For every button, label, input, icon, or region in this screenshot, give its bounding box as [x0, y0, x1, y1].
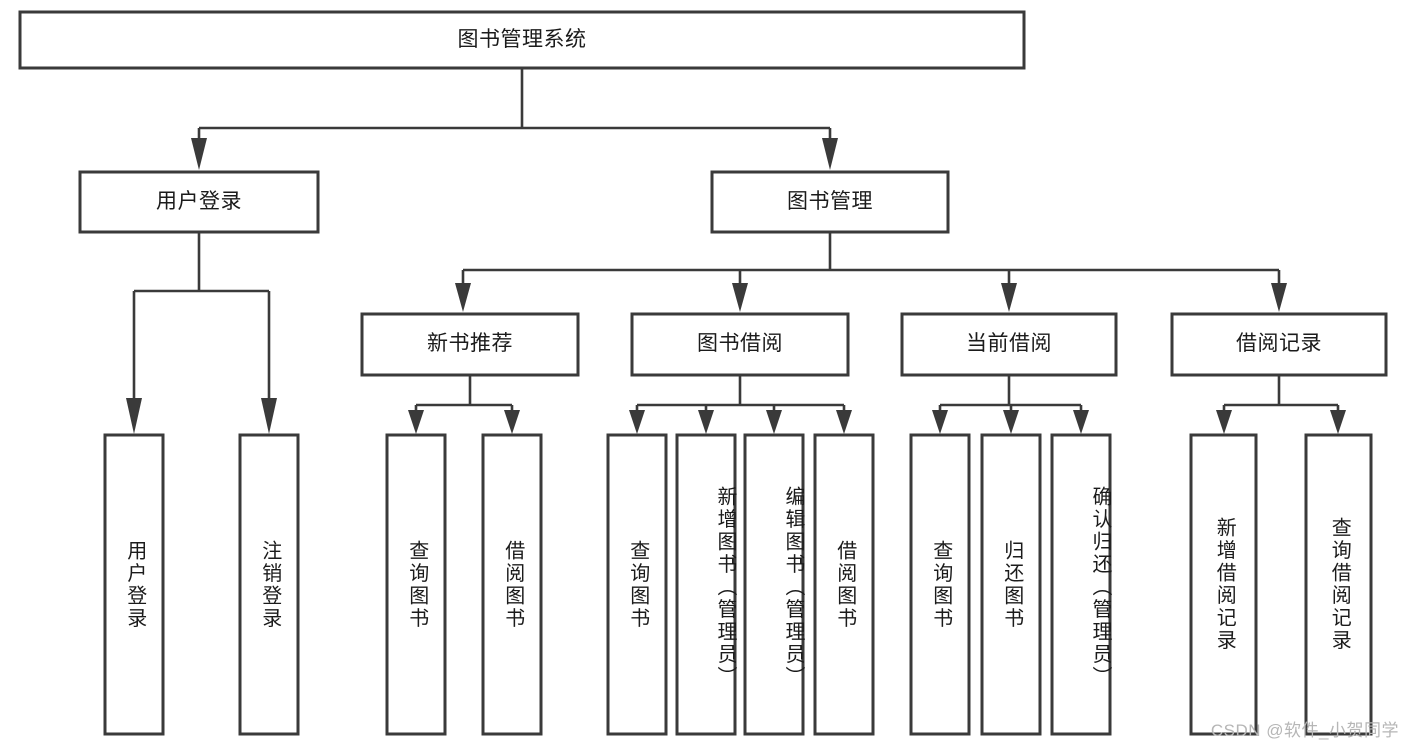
- node-box-user-login[interactable]: [78, 170, 320, 234]
- arrow-head-icon: [1271, 283, 1287, 312]
- arrow-head-icon: [191, 138, 207, 170]
- connector-root-to-level2: [191, 68, 838, 170]
- arrow-head-icon: [455, 283, 471, 312]
- node-box-leaf-logout[interactable]: [238, 433, 300, 736]
- node-box-leaf-confirm-return[interactable]: [1050, 433, 1112, 736]
- arrow-head-icon: [732, 283, 748, 312]
- arrow-head-icon: [1216, 410, 1232, 434]
- arrow-head-icon: [836, 410, 852, 434]
- node-box-book-borrow[interactable]: [630, 312, 850, 377]
- connector-newbook-to-leaves: [408, 375, 520, 434]
- connector-bookmgmt-to-level3: [455, 232, 1287, 312]
- watermark-text: CSDN @软件_小贺同学: [1210, 721, 1399, 740]
- node-box-leaf-edit-book[interactable]: [743, 433, 805, 736]
- arrow-head-icon: [261, 398, 277, 434]
- connector-currentborrow-to-leaves: [932, 375, 1089, 434]
- arrow-head-icon: [629, 410, 645, 434]
- arrow-head-icon: [1001, 283, 1017, 312]
- arrow-head-icon: [1073, 410, 1089, 434]
- node-box-borrow-record[interactable]: [1170, 312, 1388, 377]
- connector-borrowrecord-to-leaves: [1216, 375, 1346, 434]
- node-box-leaf-borrow-book-1[interactable]: [481, 433, 543, 736]
- node-box-leaf-query-book-2[interactable]: [606, 433, 668, 736]
- arrow-head-icon: [1330, 410, 1346, 434]
- node-box-book-management[interactable]: [710, 170, 950, 234]
- node-box-leaf-add-record[interactable]: [1189, 433, 1258, 736]
- node-box-leaf-query-book-3[interactable]: [909, 433, 971, 736]
- arrow-head-icon: [126, 398, 142, 434]
- arrow-head-icon: [932, 410, 948, 434]
- node-box-root[interactable]: [18, 10, 1026, 70]
- arrow-head-icon: [408, 410, 424, 434]
- arrow-head-icon: [766, 410, 782, 434]
- node-box-new-book-recommend[interactable]: [360, 312, 580, 377]
- node-box-leaf-user-login[interactable]: [103, 433, 165, 736]
- arrow-head-icon: [504, 410, 520, 434]
- node-box-leaf-borrow-book-2[interactable]: [813, 433, 875, 736]
- node-box-leaf-query-book-1[interactable]: [385, 433, 447, 736]
- arrow-head-icon: [1003, 410, 1019, 434]
- connector-bookborrow-to-leaves: [629, 375, 852, 434]
- arrow-head-icon: [698, 410, 714, 434]
- node-box-leaf-add-book[interactable]: [675, 433, 737, 736]
- node-box-current-borrow[interactable]: [900, 312, 1118, 377]
- node-box-leaf-return-book[interactable]: [980, 433, 1042, 736]
- node-box-leaf-query-record[interactable]: [1304, 433, 1373, 736]
- connector-userlogin-to-leaves: [126, 232, 277, 434]
- arrow-head-icon: [822, 138, 838, 170]
